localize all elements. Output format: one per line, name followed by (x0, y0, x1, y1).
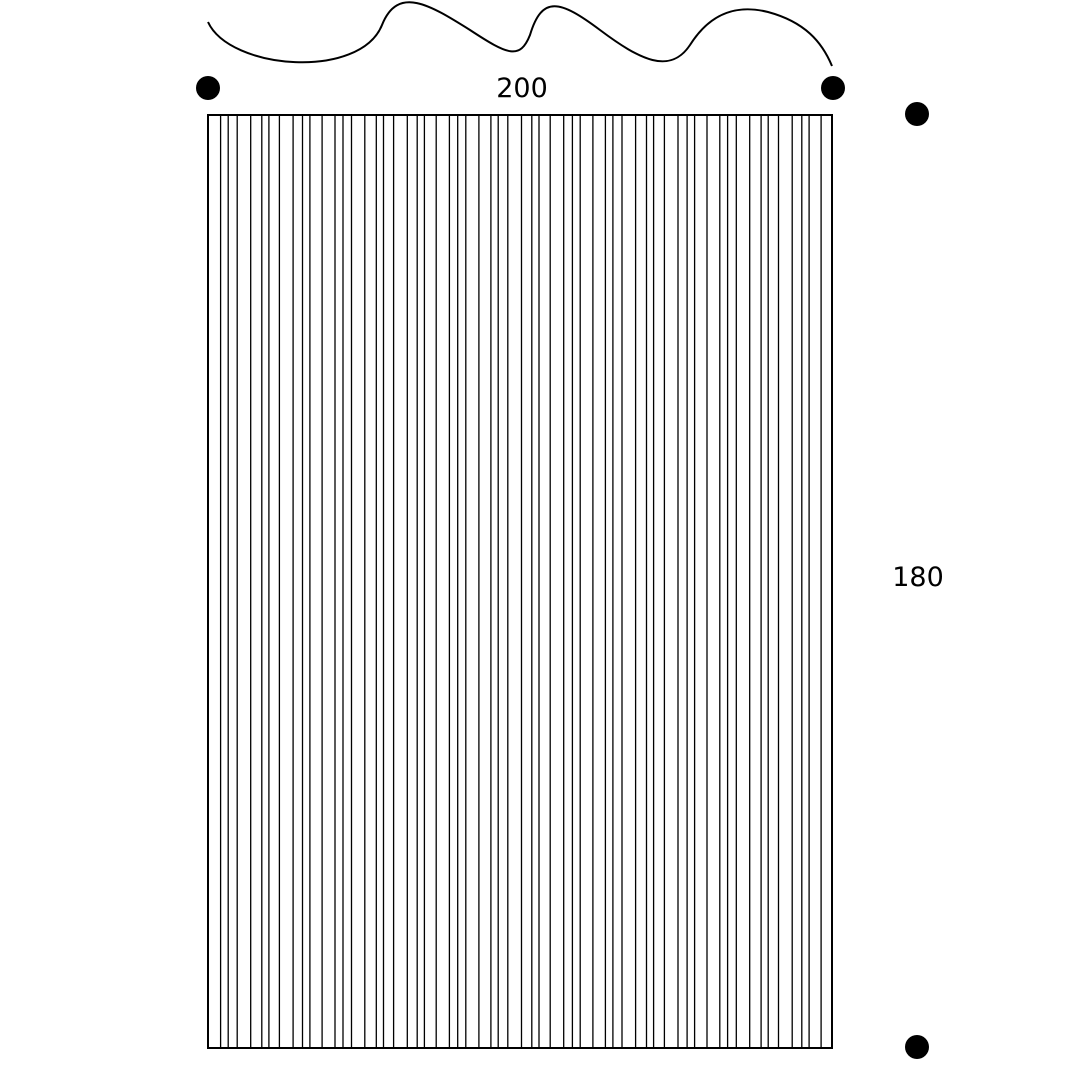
width-label: 200 (496, 73, 548, 104)
curtain-slats (219, 115, 822, 1048)
width-marker-left-dot (196, 76, 220, 100)
height-marker-bottom-dot (905, 1035, 929, 1059)
height-marker-top-dot (905, 102, 929, 126)
curtain-wave-line (207, 1, 833, 67)
curtain-panel-outline (207, 114, 833, 1049)
height-label: 180 (892, 562, 944, 593)
curtain-panel (207, 114, 833, 1049)
width-marker-right-dot (821, 76, 845, 100)
